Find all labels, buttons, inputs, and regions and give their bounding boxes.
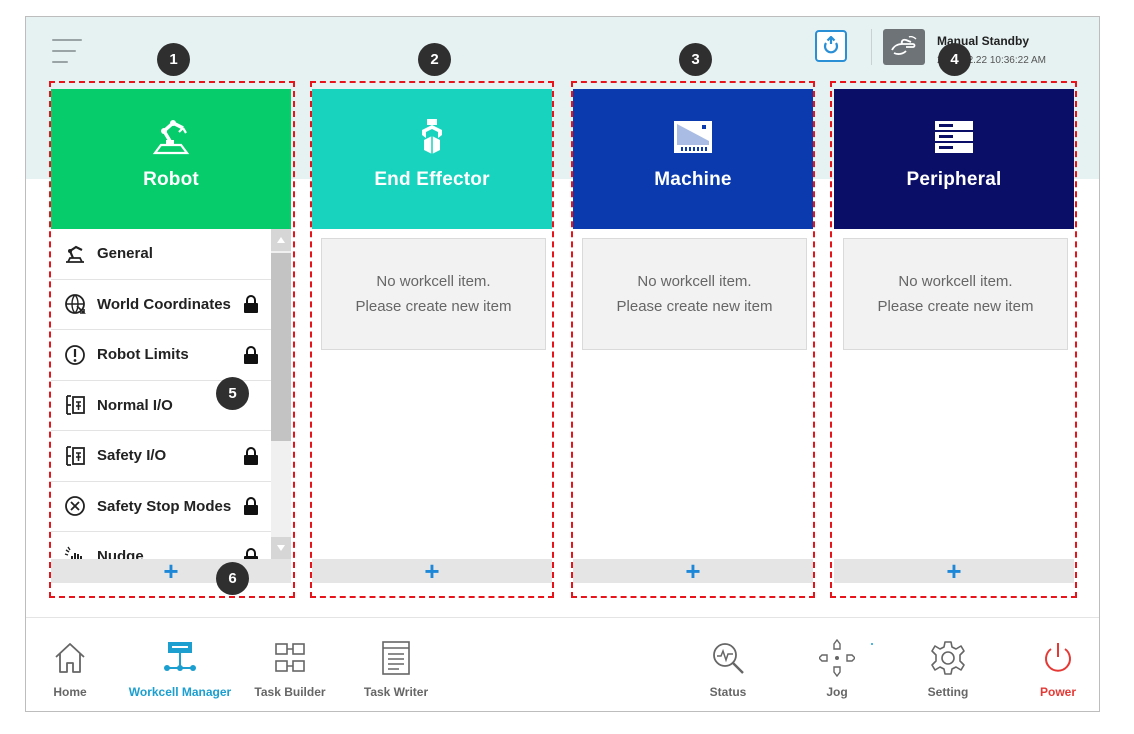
- list-item-normal-io[interactable]: Normal I/O: [51, 381, 273, 431]
- app-window: Manual Standby 2022.02.22 10:36:22 AM Ro…: [25, 16, 1100, 712]
- empty-state: No workcell item. Please create new item: [582, 238, 807, 350]
- list-item-safety-io[interactable]: Safety I/O: [51, 431, 273, 482]
- end-effector-column: End Effector No workcell item. Please cr…: [312, 89, 552, 584]
- nudge-hand-icon: [62, 546, 88, 559]
- limits-icon: [62, 344, 88, 366]
- task-writer-icon: [379, 636, 413, 680]
- list-item-safety-stop-modes[interactable]: Safety Stop Modes: [51, 482, 273, 532]
- lock-icon: [244, 345, 258, 364]
- plus-icon: +: [163, 556, 179, 586]
- callout-2: 2: [418, 43, 451, 76]
- home-icon: [53, 636, 87, 680]
- plus-icon: +: [424, 556, 440, 586]
- nav-setting[interactable]: Setting: [918, 618, 978, 711]
- plus-icon: +: [685, 556, 701, 586]
- list-item-robot-limits[interactable]: Robot Limits: [51, 330, 273, 381]
- empty-state: No workcell item. Please create new item: [843, 238, 1068, 350]
- robot-header[interactable]: Robot: [51, 89, 291, 229]
- workcell-manager-icon: [162, 636, 198, 680]
- machine-header[interactable]: Machine: [573, 89, 813, 229]
- add-machine-button[interactable]: +: [573, 556, 813, 586]
- hand-icon: [891, 36, 917, 55]
- peripheral-rack-icon: [933, 117, 975, 157]
- refresh-icon: [823, 36, 839, 54]
- nav-power[interactable]: Power: [1030, 618, 1086, 711]
- peripheral-header[interactable]: Peripheral: [834, 89, 1074, 229]
- chevron-up-icon: [277, 237, 285, 243]
- lock-icon: [244, 446, 258, 465]
- list-item-nudge[interactable]: Nudge: [51, 532, 273, 559]
- refresh-button[interactable]: [815, 30, 847, 62]
- scroll-thumb[interactable]: [271, 253, 291, 441]
- world-coordinates-icon: [62, 293, 88, 315]
- add-end-effector-button[interactable]: +: [312, 556, 552, 586]
- io-icon: [62, 445, 88, 467]
- mode-timestamp: 2022.02.22 10:36:22 AM: [937, 55, 1046, 66]
- scroll-down-button[interactable]: [271, 537, 291, 559]
- jog-arrows-icon: [819, 636, 855, 680]
- nav-dot: [871, 643, 873, 645]
- plus-icon: +: [946, 556, 962, 586]
- callout-5: 5: [216, 377, 249, 410]
- robot-arm-icon: [151, 117, 191, 157]
- nav-status[interactable]: Status: [698, 618, 758, 711]
- robot-settings-list: General World Coordinates Robot Limits: [51, 229, 291, 559]
- empty-state: No workcell item. Please create new item: [321, 238, 546, 350]
- add-robot-item-button[interactable]: +: [51, 556, 291, 586]
- machine-icon: [672, 117, 714, 157]
- lock-icon: [244, 295, 258, 314]
- peripheral-column: Peripheral No workcell item. Please crea…: [834, 89, 1074, 584]
- stop-icon: [62, 495, 88, 517]
- nav-task-writer[interactable]: Task Writer: [356, 618, 436, 711]
- machine-column: Machine No workcell item. Please create …: [573, 89, 813, 584]
- robot-title: Robot: [143, 169, 199, 190]
- task-builder-icon: [273, 636, 307, 680]
- machine-title: Machine: [654, 169, 732, 190]
- nav-task-builder[interactable]: Task Builder: [250, 618, 330, 711]
- power-icon: [1041, 636, 1075, 680]
- robot-column: Robot General World Coordinates: [51, 89, 291, 584]
- header-divider: [871, 29, 872, 65]
- list-item-world-coordinates[interactable]: World Coordinates: [51, 280, 273, 330]
- list-scrollbar[interactable]: [271, 229, 291, 559]
- chevron-down-icon: [277, 545, 285, 551]
- nav-home[interactable]: Home: [42, 618, 98, 711]
- io-icon: [62, 394, 88, 416]
- end-effector-title: End Effector: [374, 169, 490, 190]
- bottom-navigation: Home Workcell Manager Task Builder Task …: [26, 617, 1099, 711]
- menu-icon[interactable]: [52, 39, 82, 65]
- add-peripheral-button[interactable]: +: [834, 556, 1074, 586]
- nav-jog[interactable]: Jog: [812, 618, 862, 711]
- peripheral-title: Peripheral: [906, 169, 1002, 190]
- robot-general-icon: [62, 243, 88, 265]
- callout-6: 6: [216, 562, 249, 595]
- status-magnifier-icon: [710, 636, 746, 680]
- manual-mode-button[interactable]: [883, 29, 925, 65]
- scroll-up-button[interactable]: [271, 229, 291, 251]
- gripper-icon: [417, 117, 447, 157]
- callout-1: 1: [157, 43, 190, 76]
- lock-icon: [244, 547, 258, 559]
- end-effector-header[interactable]: End Effector: [312, 89, 552, 229]
- list-item-general[interactable]: General: [51, 229, 273, 280]
- gear-icon: [930, 636, 966, 680]
- callout-4: 4: [938, 43, 971, 76]
- lock-icon: [244, 497, 258, 516]
- nav-workcell-manager[interactable]: Workcell Manager: [124, 618, 236, 711]
- callout-3: 3: [679, 43, 712, 76]
